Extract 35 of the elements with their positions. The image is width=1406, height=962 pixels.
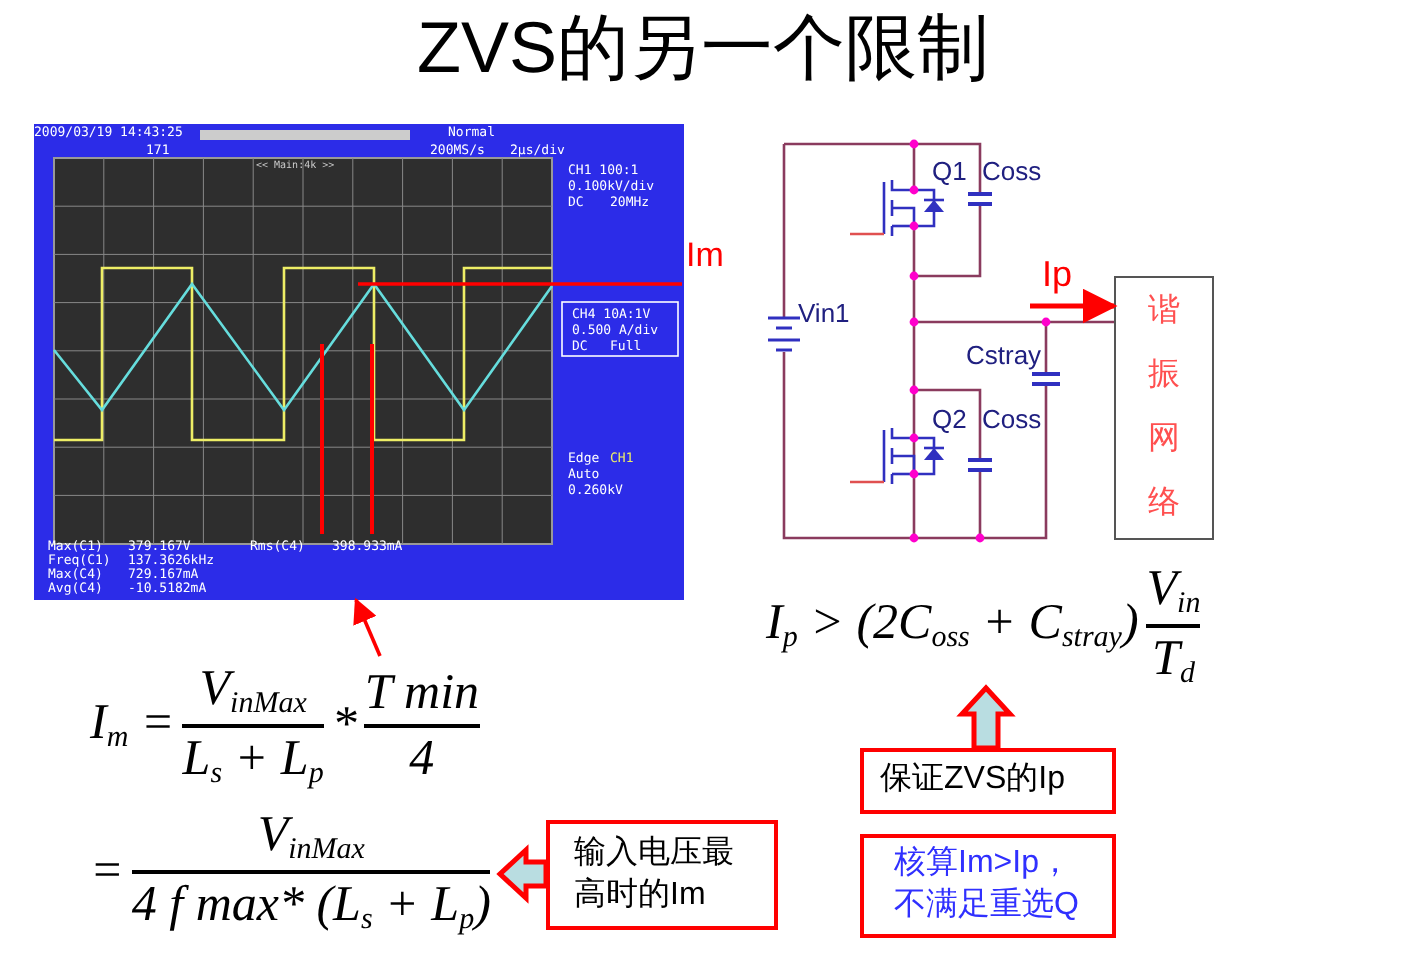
resonant-network-box [1114,276,1214,540]
component-label: Q1 [932,158,967,184]
numerator: T min [364,665,480,721]
oscilloscope-screenshot [34,124,684,600]
note-box [546,820,778,930]
leader-line [358,282,682,286]
formula-text: I$_{p}$ > (2C$_{oss}$ + C$_{stray}$) [766,596,1139,656]
component-label: Q2 [932,406,967,432]
formula-text: = [90,844,124,900]
component-label: Vin1 [798,300,850,326]
arrow [1030,288,1118,324]
denominator: L$_{s}$ + L$_{p}$ [182,731,324,791]
block-arrow [496,844,549,904]
note-text: 保证ZVS的Ip [880,760,1065,801]
arrow [353,597,382,657]
numerator: V$_{inMax}$ [257,807,365,867]
denominator: 4 f max* (L$_{s}$ + L$_{p}$) [131,877,491,937]
note-text: 输入电压最高时的Im [574,833,736,915]
component-label: Coss [982,158,1042,184]
denominator: 4 [409,731,435,787]
slide-title: ZVS的另一个限制 [414,12,991,84]
edge-label: Ip [1040,256,1075,292]
formula-text: * [331,698,357,754]
current-label: Im [686,238,724,272]
formula-text: I$_{m}$ = [90,696,175,756]
denominator: T$_{d}$ [1152,631,1195,691]
note-box [860,834,1116,938]
note-box [860,748,1116,814]
numerator: V$_{in}$ [1146,561,1201,621]
box-label: 谐振网络 [1148,291,1180,524]
component-label: Coss [982,406,1042,432]
block-arrow [956,684,1016,751]
numerator: V$_{inMax}$ [199,661,307,721]
note-text: 核算Im>Ip，不满足重选Q [894,844,1081,926]
component-label: Cstray [966,342,1042,368]
